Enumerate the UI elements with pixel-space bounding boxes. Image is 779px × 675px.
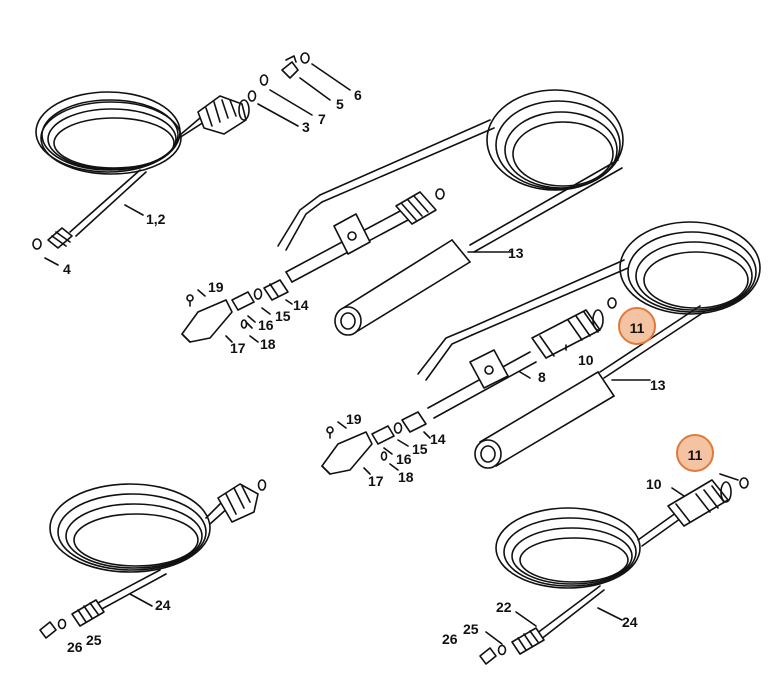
nipple-26-left	[39, 621, 57, 639]
oring-25-left	[57, 618, 67, 630]
part-label-17-upper: 17	[230, 340, 246, 356]
insert-16-upper	[231, 291, 255, 311]
pin-18-middle	[380, 451, 388, 461]
screw-19-upper	[186, 294, 194, 302]
part-label-25-right: 25	[463, 621, 479, 637]
oring-3	[247, 90, 257, 102]
tube-13-upper	[334, 239, 471, 336]
oring-4	[32, 238, 42, 250]
part-label-26-right: 26	[442, 631, 458, 647]
nipple-26-right	[479, 647, 497, 665]
hose-coil-24-right	[495, 507, 685, 641]
coupling-bottom-left	[217, 483, 259, 523]
oring-15-middle	[393, 422, 403, 434]
part-label-26-left: 26	[67, 639, 83, 655]
part-label-24-right: 24	[622, 614, 638, 630]
part-label-18-upper: 18	[260, 336, 276, 352]
nipple-5	[281, 55, 299, 79]
nozzle-17-upper	[181, 299, 233, 343]
coupling-top-left	[197, 95, 250, 135]
union-14-middle	[401, 411, 427, 433]
callout-label-11-bottom: 11	[687, 447, 703, 463]
part-label-5: 5	[336, 96, 344, 112]
part-label-15-middle: 15	[412, 441, 428, 457]
highlight-callout-11-middle: 11	[618, 307, 656, 345]
lance-upper	[285, 191, 437, 283]
insert-16-middle	[371, 425, 395, 445]
part-label-6: 6	[354, 87, 362, 103]
oring-25-right	[497, 644, 507, 656]
callout-label-11-middle: 11	[629, 320, 645, 336]
screw-19-middle	[326, 426, 334, 434]
part-label-19-middle: 19	[346, 411, 362, 427]
handle-10-bottom	[667, 479, 732, 527]
hose-coil-1-2	[35, 91, 205, 237]
part-label-25-left: 25	[86, 632, 102, 648]
oring-15-upper	[253, 288, 263, 300]
part-label-1-2: 1,2	[146, 211, 166, 227]
part-label-15-upper: 15	[275, 308, 291, 324]
fitting-1-2	[47, 227, 73, 249]
part-label-10-bottom: 10	[646, 476, 662, 492]
part-label-10-middle: 10	[578, 352, 594, 368]
part-label-19-upper: 19	[208, 279, 224, 295]
part-label-16-middle: 16	[396, 451, 412, 467]
part-label-7: 7	[318, 111, 326, 127]
pin-18-upper	[240, 319, 248, 329]
part-label-18-middle: 18	[398, 469, 414, 485]
part-label-4: 4	[63, 261, 71, 277]
handle-10-middle	[531, 309, 604, 359]
oring-11-middle	[607, 297, 617, 309]
fitting-22-right	[511, 627, 545, 655]
hose-coil-13-upper	[277, 89, 624, 253]
part-label-3: 3	[302, 119, 310, 135]
fitting-22-left	[71, 599, 105, 627]
part-label-17-middle: 17	[368, 473, 384, 489]
tube-13-middle	[474, 371, 615, 469]
lance-middle	[427, 349, 537, 419]
part-label-8: 8	[538, 369, 546, 385]
part-label-13-upper: 13	[508, 245, 524, 261]
part-label-13-middle: 13	[650, 377, 666, 393]
oring-upper	[435, 188, 445, 200]
union-14-upper	[263, 279, 289, 301]
part-label-16-upper: 16	[258, 317, 274, 333]
part-label-22: 22	[496, 599, 512, 615]
nozzle-17-middle	[321, 431, 373, 475]
oring-7	[259, 74, 269, 86]
part-label-14-middle: 14	[430, 431, 446, 447]
oring-bottom-left	[257, 479, 267, 491]
part-label-14-upper: 14	[293, 297, 309, 313]
part-label-24-left: 24	[155, 597, 171, 613]
oring-11-bottom	[739, 477, 749, 489]
highlight-callout-11-bottom: 11	[676, 434, 714, 472]
oring-6	[300, 52, 310, 64]
hose-coil-24-left	[49, 483, 231, 611]
